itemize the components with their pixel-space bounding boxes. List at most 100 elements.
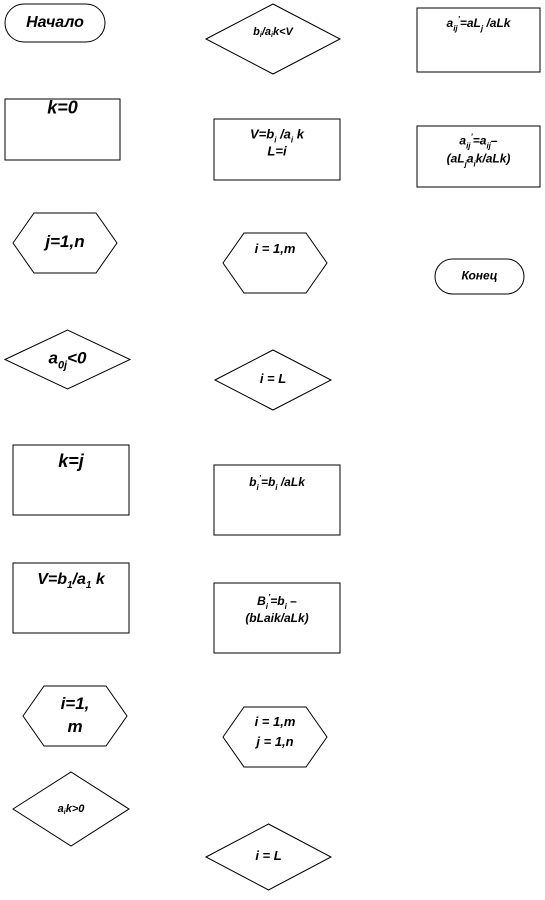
label-segment: (aL [447, 152, 465, 166]
label-segment: /a [276, 127, 290, 142]
node-label: V=b1/a1 k [37, 571, 106, 591]
label-segment: /aLk [483, 16, 512, 30]
loop-shape [222, 232, 328, 294]
label-segment: ’ [458, 15, 461, 24]
decision-node: bi/aik<V [204, 3, 342, 75]
process-shape [12, 444, 130, 516]
process-shape [416, 125, 541, 188]
label-segment: i = L [260, 371, 286, 386]
label-segment: =a [473, 134, 487, 148]
process-shape [12, 562, 130, 634]
decision-shape [12, 771, 130, 847]
node-label: j=1,n [43, 232, 84, 251]
node-label: j = 1,n [254, 734, 293, 749]
label-segment: V=b [37, 571, 67, 588]
node-label: i = 1,m [255, 714, 296, 729]
label-segment: /a [72, 571, 86, 588]
process-node: aij’=aij–(aLjaik/aLk) [416, 125, 541, 188]
label-segment: ’ [471, 132, 474, 141]
label-segment: =aL [460, 16, 481, 30]
node-label: bi’=bi /aLk [249, 474, 306, 492]
label-segment: k=0 [47, 97, 78, 117]
node-label: i = L [260, 371, 286, 386]
label-segment: i=1, [61, 694, 90, 713]
decision-node: a0j<0 [3, 329, 132, 390]
label-segment: a [58, 803, 64, 815]
node-label: Конец [462, 269, 498, 283]
label-segment: j [480, 24, 484, 33]
label-segment: a [467, 152, 474, 166]
label-segment: i [64, 809, 67, 816]
process-shape [4, 98, 121, 161]
node-label: i=1, [61, 694, 90, 713]
loop-node: i=1, m [22, 685, 128, 747]
label-segment: k [293, 127, 305, 142]
label-segment: b [249, 475, 256, 489]
label-segment: =b [261, 475, 275, 489]
process-shape [213, 464, 341, 536]
label-segment: V=b [250, 127, 274, 142]
node-label: k=0 [47, 97, 78, 117]
decision-shape [204, 823, 333, 891]
label-segment: a [447, 16, 454, 30]
loop-shape [222, 706, 328, 768]
label-segment: a [459, 134, 466, 148]
label-segment: i [474, 159, 477, 168]
terminal-shape [434, 258, 525, 295]
label-segment: j [464, 159, 468, 168]
process-shape [416, 7, 541, 73]
loop-shape [22, 685, 128, 747]
label-segment: ij [486, 141, 491, 150]
process-node: V=bi /ai kL=i [213, 118, 341, 181]
decision-shape [213, 349, 333, 411]
label-segment: a [48, 349, 57, 368]
label-segment: k=j [58, 451, 85, 471]
label-segment: – [491, 134, 498, 148]
process-node: k=0 [4, 97, 121, 161]
label-segment: ij [453, 24, 458, 33]
label-segment: i [266, 602, 269, 611]
label-segment: b [253, 26, 260, 38]
label-segment: ij [466, 141, 471, 150]
node-label: L=i [267, 144, 287, 159]
label-segment: i [285, 602, 288, 611]
label-segment: i = 1,m [255, 714, 296, 729]
node-label: aij’=aLj /aLk [447, 15, 512, 33]
label-segment: i [256, 483, 259, 492]
node-label: bi/aik<V [253, 26, 294, 39]
node-label: (aLjaik/aLk) [447, 152, 511, 168]
label-segment: i [275, 483, 278, 492]
node-label: Bi’=bi – [257, 593, 297, 611]
label-segment: /a [261, 26, 271, 38]
label-segment: i [274, 135, 277, 144]
label-segment: L=i [267, 144, 287, 159]
node-label: m [67, 717, 82, 736]
loop-node: i = 1,m [222, 232, 328, 294]
label-segment: – [287, 594, 297, 608]
node-label: aik>0 [58, 803, 86, 816]
node-label: k=j [58, 451, 85, 471]
label-segment: /aLk [278, 475, 307, 489]
process-node: V=b1/a1 k [12, 562, 130, 634]
decision-node: i = L [204, 823, 333, 891]
label-segment: k [91, 571, 105, 588]
label-segment: i [291, 135, 294, 144]
terminal-node: Конец [434, 258, 525, 295]
label-segment: j = 1,n [254, 734, 293, 749]
node-label: aij’=aij– [459, 132, 498, 150]
decision-shape [3, 329, 132, 390]
label-segment: (bLaik/aLk) [245, 611, 308, 625]
decision-node: i = L [213, 349, 333, 411]
label-segment: 0j [58, 359, 68, 371]
node-label: i = L [255, 848, 281, 863]
loop-node: j=1,n [12, 212, 118, 274]
label-segment: Начало [26, 14, 84, 31]
label-segment: 1 [67, 580, 73, 591]
label-segment: m [67, 717, 82, 736]
node-label: i = 1,m [255, 241, 296, 256]
label-segment: 1 [86, 580, 92, 591]
node-label: Начало [26, 14, 84, 31]
label-segment: <0 [67, 349, 87, 368]
node-label: a0j<0 [48, 349, 87, 371]
